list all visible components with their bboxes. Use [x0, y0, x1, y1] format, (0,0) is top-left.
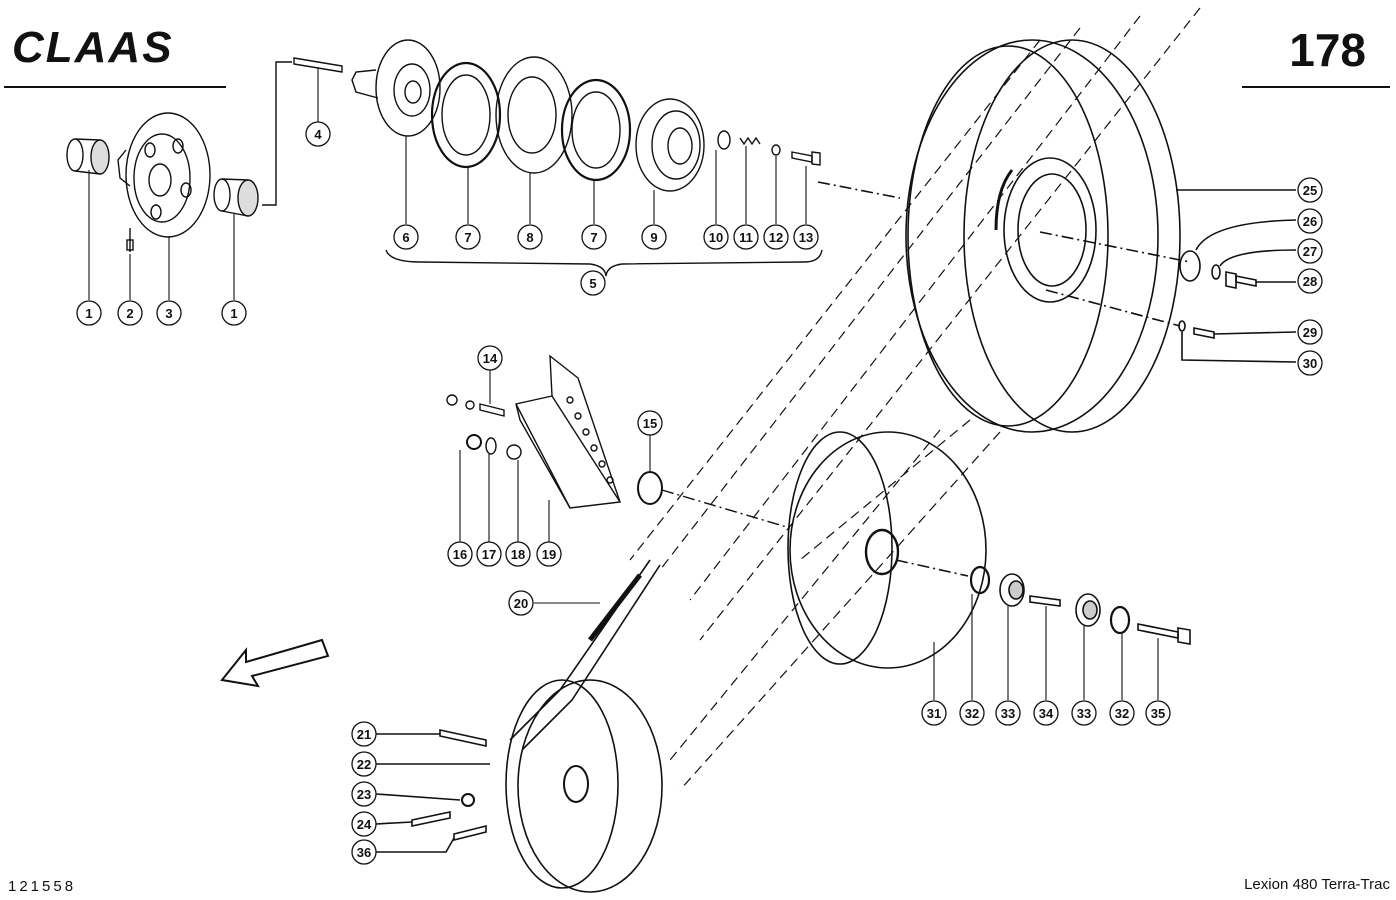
callout-10: 10 [703, 224, 729, 250]
svg-text:7: 7 [464, 230, 471, 245]
svg-text:14: 14 [483, 351, 498, 366]
direction-arrow-icon [220, 638, 330, 688]
svg-text:34: 34 [1039, 706, 1054, 721]
bracket-assembly [446, 354, 791, 529]
svg-text:8: 8 [526, 230, 533, 245]
callout-24: 24 [351, 811, 377, 837]
svg-text:32: 32 [965, 706, 979, 721]
callout-21: 21 [351, 721, 377, 747]
callout-9: 9 [641, 224, 667, 250]
hub-assembly [66, 61, 292, 252]
callout-15: 15 [637, 410, 663, 436]
brand-logo: CLAAS [12, 23, 174, 72]
callout-20: 20 [508, 590, 534, 616]
callout-31: 31 [921, 700, 947, 726]
svg-text:35: 35 [1151, 706, 1165, 721]
callout-5: 5 [580, 270, 606, 296]
svg-text:13: 13 [799, 230, 813, 245]
svg-text:1: 1 [230, 306, 237, 321]
model-name: Lexion 480 Terra-Trac [1244, 876, 1390, 893]
drawing-number: 121558 [8, 878, 76, 895]
svg-text:21: 21 [357, 727, 371, 742]
svg-text:10: 10 [709, 230, 723, 245]
svg-text:15: 15 [643, 416, 657, 431]
callout-1: 1 [76, 300, 102, 326]
svg-text:31: 31 [927, 706, 941, 721]
svg-text:2: 2 [126, 306, 133, 321]
callout-36: 36 [351, 839, 377, 865]
svg-text:20: 20 [514, 596, 528, 611]
svg-text:30: 30 [1303, 356, 1317, 371]
svg-text:29: 29 [1303, 325, 1317, 340]
callout-7: 7 [455, 224, 481, 250]
svg-text:6: 6 [402, 230, 409, 245]
svg-text:1: 1 [85, 306, 92, 321]
svg-text:12: 12 [769, 230, 783, 245]
callout-6: 6 [393, 224, 419, 250]
callout-12: 12 [763, 224, 789, 250]
callout-8: 8 [517, 224, 543, 250]
callout-34: 34 [1033, 700, 1059, 726]
svg-text:11: 11 [739, 230, 753, 245]
callout-4: 4 [305, 121, 331, 147]
svg-text:25: 25 [1303, 183, 1317, 198]
callout-26: 26 [1297, 208, 1323, 234]
svg-text:27: 27 [1303, 244, 1317, 259]
page-number: 178 [1289, 24, 1366, 76]
callout-32: 32 [959, 700, 985, 726]
large-pulley [817, 39, 1297, 433]
svg-text:33: 33 [1001, 706, 1015, 721]
svg-text:9: 9 [650, 230, 657, 245]
callout-11: 11 [733, 224, 759, 250]
lower-pulley [375, 679, 663, 893]
drive-belts [629, 7, 1201, 791]
clutch-pack [293, 39, 823, 277]
callout-18: 18 [505, 541, 531, 567]
callout-16: 16 [447, 541, 473, 567]
callout-19: 19 [536, 541, 562, 567]
callout-14: 14 [477, 345, 503, 371]
svg-text:36: 36 [357, 845, 371, 860]
callout-33b: 33 [1071, 700, 1097, 726]
callouts: 1 2 3 1 4 6 7 8 7 9 10 11 12 13 5 25 26 … [76, 121, 1323, 865]
callout-3: 3 [156, 300, 182, 326]
callout-17: 17 [476, 541, 502, 567]
callout-leaders [88, 68, 1159, 700]
svg-text:32: 32 [1115, 706, 1129, 721]
svg-text:17: 17 [482, 547, 496, 562]
callout-1b: 1 [221, 300, 247, 326]
callout-22: 22 [351, 751, 377, 777]
svg-text:3: 3 [165, 306, 172, 321]
svg-text:7: 7 [590, 230, 597, 245]
callout-28: 28 [1297, 268, 1323, 294]
svg-text:26: 26 [1303, 214, 1317, 229]
middle-pulley [787, 431, 1191, 669]
svg-text:16: 16 [453, 547, 467, 562]
svg-text:28: 28 [1303, 274, 1317, 289]
callout-13: 13 [793, 224, 819, 250]
callout-30: 30 [1297, 350, 1323, 376]
callout-25: 25 [1297, 177, 1323, 203]
callout-35: 35 [1145, 700, 1171, 726]
svg-text:5: 5 [589, 276, 596, 291]
callout-2: 2 [117, 300, 143, 326]
callout-23: 23 [351, 781, 377, 807]
svg-text:24: 24 [357, 817, 372, 832]
svg-text:4: 4 [314, 127, 322, 142]
svg-text:22: 22 [357, 757, 371, 772]
svg-text:18: 18 [511, 547, 525, 562]
callout-29: 29 [1297, 319, 1323, 345]
callout-7b: 7 [581, 224, 607, 250]
callout-33: 33 [995, 700, 1021, 726]
svg-text:19: 19 [542, 547, 556, 562]
svg-text:33: 33 [1077, 706, 1091, 721]
callout-27: 27 [1297, 238, 1323, 264]
callout-32b: 32 [1109, 700, 1135, 726]
svg-text:23: 23 [357, 787, 371, 802]
